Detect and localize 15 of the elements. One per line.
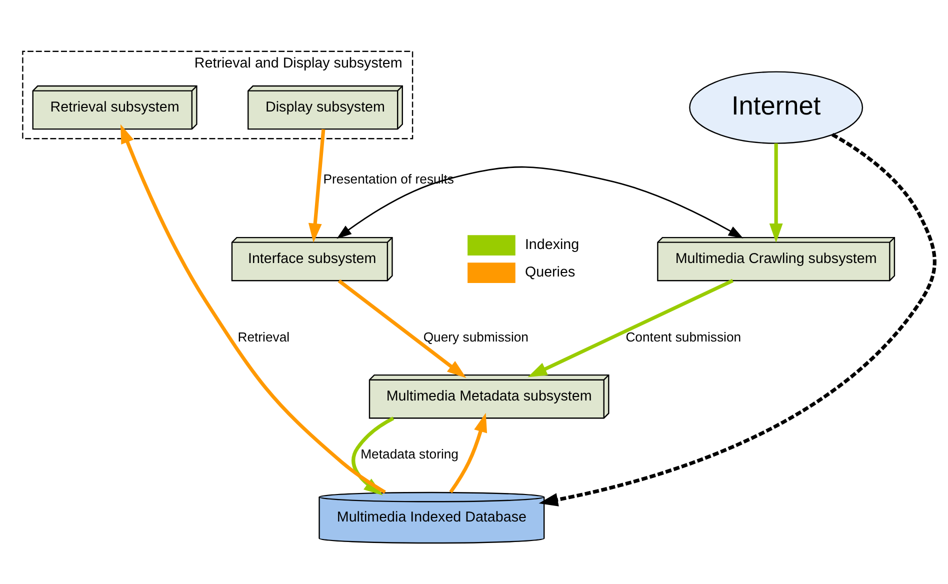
arrow (308, 128, 326, 242)
arrow (338, 278, 466, 378)
edge-label: Metadata storing (360, 446, 458, 462)
node-ellipse: Internet (689, 70, 864, 144)
arrow (538, 132, 936, 506)
edge-label: Content submission (626, 328, 742, 344)
edge-label: Retrieval (238, 328, 290, 344)
legend-label: Queries (524, 264, 576, 280)
arrow (528, 278, 734, 377)
arrow (120, 124, 386, 494)
legend-label: Indexing (524, 236, 580, 253)
arrow (336, 166, 744, 238)
edge-label: Query submission (423, 328, 529, 344)
arrow (769, 142, 783, 242)
arrow (449, 412, 488, 493)
